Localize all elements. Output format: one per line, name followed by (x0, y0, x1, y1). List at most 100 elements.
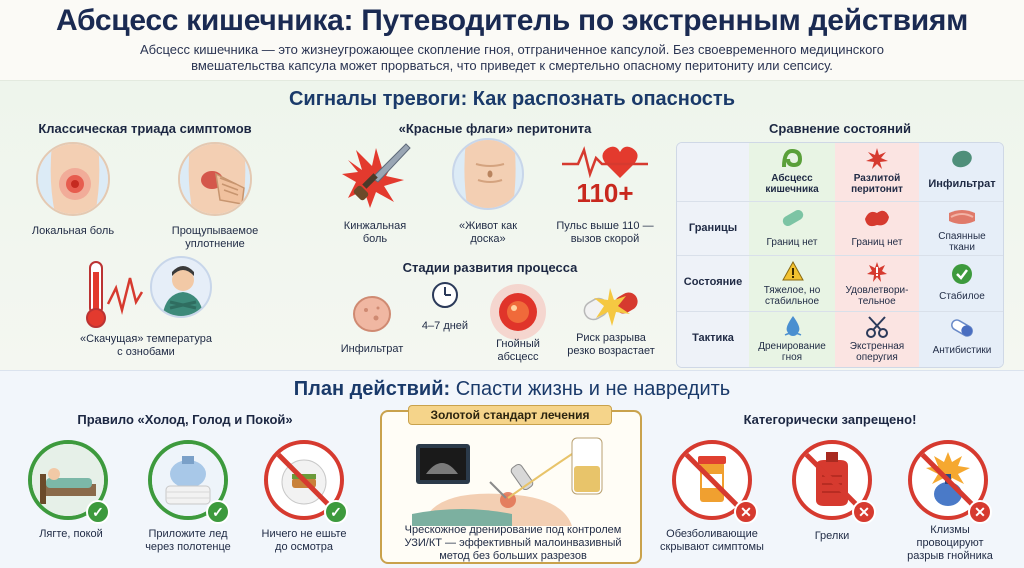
s-abscess-line-1: Тяжелое, но (763, 285, 821, 296)
cross-icon: ✕ (852, 500, 876, 524)
infiltrate-cell-icon (952, 150, 972, 168)
dagger-line-1: Кинжальная (343, 220, 407, 232)
stages-title: Стадии развития процесса (402, 260, 578, 275)
scissors-icon (866, 316, 888, 338)
s-perit-line-2: тельное (858, 296, 896, 307)
alarm-title: Сигналы тревоги: Как распознать опасност… (288, 88, 736, 110)
no-heat-icon (792, 440, 872, 520)
clock-icon (432, 282, 458, 308)
row-tactic-label: Тактика (692, 332, 734, 344)
check-icon: ✓ (324, 500, 348, 524)
cross-icon: ✕ (734, 500, 758, 524)
header: Абсцесс кишечника: Путеводитель по экстр… (0, 0, 1024, 82)
col-perit-line-1: Разлитой (853, 173, 901, 184)
dagger-line-2: боль (362, 233, 388, 245)
gold-line-3: метод без больших разрезов (439, 550, 587, 562)
capsule-icon (951, 319, 973, 337)
row-divider (677, 255, 1003, 256)
subtitle-line-2: вмешательства капсула может прорваться, … (191, 58, 833, 73)
local-pain-caption: Локальная боль (31, 225, 115, 237)
compare-title: Сравнение состояний (769, 121, 911, 136)
infiltrate-icon (353, 296, 391, 332)
gold-text: Чрескожное дренирование под контролем УЗ… (382, 524, 644, 563)
abscess-caption: Гнойный абсцесс (478, 338, 558, 364)
check-icon: ✓ (206, 500, 230, 524)
b-perit: Границ нет (851, 237, 903, 248)
t-perit: Экстренная оперугия (835, 341, 919, 363)
t-abscess: Дренирование гноя (749, 341, 835, 363)
palpation-icon (178, 142, 252, 216)
abscess-line-2: абсцесс (497, 351, 539, 363)
thermometer-icon (86, 261, 144, 328)
no-painkillers-icon (672, 440, 752, 520)
compare-table: Абсцесс кишечника Разлитой перитонит Инф… (676, 142, 1004, 368)
plan-title-bold: План действий: (293, 378, 451, 400)
heat-caption: Грелки (814, 530, 850, 542)
palpable-line-1: Прощупываемое (171, 225, 259, 237)
enema-line-3: разрыв гнойника (907, 550, 993, 562)
col-abscess-line-2: кишечника (765, 184, 819, 195)
rigid-abdomen-icon (452, 138, 524, 210)
days-caption: 4–7 дней (421, 320, 469, 332)
triad-title: Классическая триада симптомов (38, 121, 252, 136)
red-flags-title: «Красные флаги» перитонита (398, 121, 592, 136)
heart-pulse-icon (562, 146, 648, 179)
risk-line-1: Риск разрыва (576, 332, 646, 344)
pills-caption: Обезболивающие скрывают симптомы (648, 528, 776, 554)
b-infil-line-2: ткани (949, 242, 975, 253)
s-abscess-line-2: стабильное (764, 296, 820, 307)
fever-line-2: с ознобами (117, 346, 175, 358)
gold-line-1: Чрескожное дренирование под контролем (404, 524, 622, 536)
check-icon (952, 264, 972, 284)
t-infil: Антибистики (932, 345, 992, 356)
ice-line-1: Приложите лед (148, 528, 228, 540)
s-abscess: Тяжелое, но стабильное (749, 285, 835, 307)
pill-icon (782, 210, 804, 226)
s-perit: Удовлетвори- тельное (835, 285, 919, 307)
enema-line-1: Клизмы (930, 524, 970, 536)
chills-person-icon (150, 256, 212, 318)
pulse-caption: Пульс выше 110 — вызов скорой (544, 220, 666, 246)
fever-line-1: «Скачущая» температура (80, 333, 212, 345)
enema-line-2: провоцируют (916, 537, 984, 549)
col-perit-line-2: перитонит (851, 184, 903, 195)
burst-icon (866, 148, 888, 169)
spill-icon (865, 210, 889, 227)
intestine-icon (782, 148, 803, 168)
gold-line-2: УЗИ/КТ — эффективный малоинвазивный (404, 537, 622, 549)
abdomen-pain-icon (36, 142, 110, 216)
abscess-line-1: Гнойный (496, 338, 540, 350)
col-abscess-line-1: Абсцесс (771, 173, 813, 184)
ice-line-2: через полотенце (145, 541, 231, 553)
row-divider (677, 201, 1003, 202)
droplet-icon (784, 316, 802, 336)
warning-icon (782, 261, 804, 281)
row-state-label: Состояние (683, 276, 743, 288)
t-perit-line-1: Экстренная (849, 341, 905, 352)
tissue-icon (949, 210, 975, 224)
board-line-1: «Живот как (458, 220, 518, 232)
check-icon: ✓ (86, 500, 110, 524)
t-abscess-line-2: гноя (781, 352, 803, 363)
t-abscess-line-1: Дренирование (758, 341, 826, 352)
fever-illustration (80, 258, 220, 330)
s-perit-line-1: Удовлетвори- (845, 285, 909, 296)
pulse-line-1: Пульс выше 110 — (556, 220, 654, 232)
page-title: Абсцесс кишечника: Путеводитель по экстр… (56, 4, 968, 37)
row-borders-label: Границы (688, 222, 738, 234)
pills-line-2: скрывают симптомы (660, 541, 764, 553)
palpable-line-2: уплотнение (185, 238, 245, 250)
lie-caption: Лягте, покой (39, 528, 103, 540)
alert-burst-icon (867, 262, 887, 282)
forbidden-title: Категорически запрещено! (743, 412, 917, 427)
subtitle-line-1: Абсцесс кишечника — это жизнеугрожающее … (139, 42, 884, 57)
ultrasound-icon (412, 437, 603, 526)
b-abscess: Границ нет (766, 237, 818, 248)
row-divider (677, 311, 1003, 312)
rupture-capsule-icon (583, 288, 638, 326)
enema-caption: Клизмы провоцируют разрыв гнойника (892, 524, 1008, 563)
plan-title: План действий: Спасти жизнь и не навреди… (0, 378, 1024, 401)
t-perit-line-2: оперугия (856, 352, 898, 363)
board-caption: «Живот как доска» (440, 220, 536, 246)
ice-caption: Приложите лед через полотенце (130, 528, 246, 554)
